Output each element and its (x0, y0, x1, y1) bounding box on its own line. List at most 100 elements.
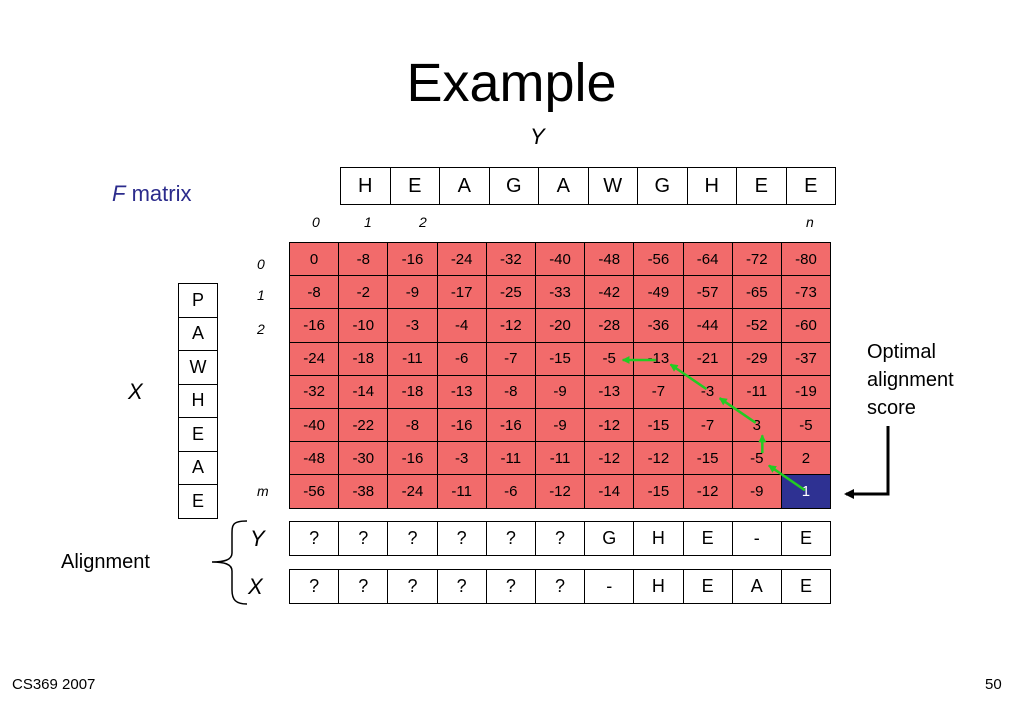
matrix-cell: -16 (485, 407, 536, 443)
matrix-cell: -14 (584, 474, 635, 509)
matrix-cell: -8 (338, 241, 389, 277)
alignment-x-cell: E (682, 569, 733, 604)
row-index-1: 1 (257, 287, 265, 303)
col-index-1: 1 (364, 214, 372, 230)
y-sequence-cell: W (587, 167, 638, 205)
footer-page-number: 50 (985, 676, 1002, 693)
matrix-cell: -48 (584, 241, 635, 277)
alignment-x-cell: A (731, 569, 782, 604)
matrix-cell: -65 (731, 275, 782, 310)
matrix-cell: -7 (633, 374, 684, 409)
y-sequence-cell: E (736, 167, 787, 205)
x-sequence-cell: W (178, 350, 218, 385)
matrix-cell: -73 (780, 275, 832, 310)
x-sequence-cell: P (178, 283, 218, 318)
col-index-n: n (806, 214, 814, 230)
traceback-arrow (669, 363, 708, 391)
matrix-cell: -3 (387, 308, 438, 343)
matrix-row: -8-2-9-17-25-33-42-49-57-65-73 (288, 275, 832, 310)
matrix-cell: 0 (288, 241, 340, 277)
slide-title: Example (406, 53, 617, 113)
matrix-cell: -48 (288, 441, 340, 476)
alignment-y-cell: - (731, 521, 782, 556)
alignment-x-cell: ? (485, 569, 536, 604)
matrix-cell: -16 (288, 308, 340, 343)
matrix-cell: -72 (731, 241, 782, 277)
row-index-2: 2 (257, 321, 265, 337)
matrix-cell: -44 (682, 308, 733, 343)
traceback-path (621, 355, 806, 492)
alignment-x-cell: ? (387, 569, 438, 604)
y-sequence-cell: E (785, 167, 836, 205)
y-sequence-cell: H (686, 167, 737, 205)
matrix-cell: -60 (780, 308, 832, 343)
matrix-cell: -57 (682, 275, 733, 310)
matrix-cell: -24 (387, 474, 438, 509)
alignment-y-cell: ? (436, 521, 487, 556)
f-matrix-label-f: F (112, 181, 126, 206)
matrix-cell: -12 (633, 441, 684, 476)
traceback-arrow (718, 397, 757, 424)
alignment-x-cell: ? (338, 569, 389, 604)
matrix-cell: -18 (387, 374, 438, 409)
alignment-y-cell: E (780, 521, 832, 556)
matrix-cell: -24 (436, 241, 487, 277)
matrix-cell: -32 (288, 374, 340, 409)
alignment-x-cell: ? (534, 569, 586, 604)
alignment-y-cell: ? (485, 521, 536, 556)
matrix-cell: -10 (338, 308, 389, 343)
optimal-score-label: Optimal alignment score (867, 338, 954, 422)
row-index-m: m (257, 483, 269, 499)
matrix-cell: -9 (534, 407, 586, 443)
matrix-row: 0-8-16-24-32-40-48-56-64-72-80 (288, 241, 832, 277)
matrix-cell: -12 (485, 308, 536, 343)
row-index-0: 0 (257, 256, 265, 272)
matrix-cell: -18 (338, 341, 389, 376)
matrix-row: -24-18-11-6-7-15-5-13-21-29-37 (288, 341, 832, 376)
x-sequence-cell: A (178, 316, 218, 351)
alignment-x-cell: H (633, 569, 684, 604)
alignment-y-cell: ? (387, 521, 438, 556)
y-sequence-cell: H (340, 167, 391, 205)
f-matrix: 0-8-16-24-32-40-48-56-64-72-80-8-2-9-17-… (288, 241, 832, 509)
matrix-cell: -11 (731, 374, 782, 409)
x-sequence-cell: A (178, 450, 218, 485)
optimal-label-line: Optimal (867, 341, 936, 363)
alignment-x-label: X (248, 574, 263, 599)
matrix-cell: -30 (338, 441, 389, 476)
alignment-brace (211, 520, 248, 605)
y-sequence-cell: G (488, 167, 539, 205)
matrix-cell: -11 (387, 341, 438, 376)
alignment-y-cell: G (584, 521, 635, 556)
matrix-cell: -33 (534, 275, 586, 310)
y-sequence-cell: A (538, 167, 589, 205)
optimal-score-pointer-arrow (844, 426, 890, 499)
f-matrix-label-rest: matrix (125, 181, 192, 206)
optimal-label-line: score (867, 397, 916, 419)
alignment-label: Alignment (61, 551, 150, 573)
matrix-cell: -19 (780, 374, 832, 409)
matrix-cell: -12 (584, 407, 635, 443)
matrix-cell: -20 (534, 308, 586, 343)
matrix-cell: -42 (584, 275, 635, 310)
matrix-cell: -29 (731, 341, 782, 376)
alignment-x-cell: ? (436, 569, 487, 604)
matrix-cell: -36 (633, 308, 684, 343)
matrix-cell: -12 (682, 474, 733, 509)
matrix-row: -32-14-18-13-8-9-13-7-3-11-19 (288, 374, 832, 409)
alignment-y-cell: ? (534, 521, 586, 556)
y-sequence-label: Y (530, 124, 545, 149)
alignment-y-cell: ? (288, 521, 340, 556)
matrix-cell: -56 (633, 241, 684, 277)
matrix-cell: -15 (534, 341, 586, 376)
matrix-cell: -16 (387, 441, 438, 476)
alignment-x-cell: ? (288, 569, 340, 604)
alignment-x-cell: E (780, 569, 832, 604)
matrix-cell: -8 (387, 407, 438, 443)
